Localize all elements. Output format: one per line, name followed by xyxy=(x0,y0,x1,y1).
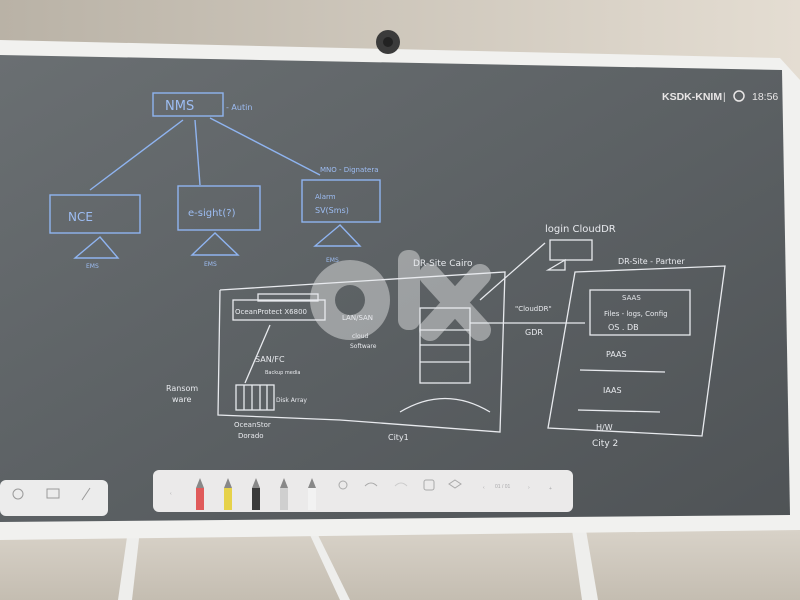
svg-text:H/W: H/W xyxy=(596,423,613,432)
svg-text:|: | xyxy=(723,92,726,103)
svg-text:MNO - Dignatera: MNO - Dignatera xyxy=(320,166,379,174)
city2-diagram: login CloudDR DR-Site - Partner SAAS Fil… xyxy=(545,224,726,449)
pen-color-4[interactable] xyxy=(280,488,288,510)
stand xyxy=(118,530,598,600)
svg-text:PAAS: PAAS xyxy=(606,350,627,359)
svg-text:SAN/FC: SAN/FC xyxy=(255,355,285,364)
drawing-toolbar: ‹ ‹ 01 / 01 › + xyxy=(153,470,573,512)
svg-text:LAN/SAN: LAN/SAN xyxy=(342,314,373,322)
pen-settings-icon[interactable] xyxy=(81,487,91,501)
network-icon[interactable] xyxy=(733,90,745,102)
svg-text:Files - logs, Config: Files - logs, Config xyxy=(604,310,668,318)
page-indicator: 01 / 01 xyxy=(495,484,511,490)
svg-text:SAAS: SAAS xyxy=(622,294,641,302)
insert-icon[interactable] xyxy=(423,479,435,491)
svg-text:Alarm: Alarm xyxy=(315,193,336,201)
device-name: KSDK-KNIM xyxy=(662,91,722,103)
pen-tip xyxy=(280,478,288,488)
svg-text:EMS: EMS xyxy=(204,261,217,268)
city1-diagram: OceanProtect X6800 SAN/FC Backup media D… xyxy=(166,242,585,442)
clock: 18:56 xyxy=(752,91,778,103)
prev-page-button[interactable]: ‹ xyxy=(483,485,485,491)
collapse-arrow-icon[interactable]: ‹ xyxy=(170,491,172,497)
pen-tip xyxy=(224,478,232,488)
pen-color-5[interactable] xyxy=(308,488,316,510)
pen-color-2[interactable] xyxy=(224,488,232,510)
pen-tray xyxy=(196,478,316,510)
folder-icon[interactable] xyxy=(46,488,60,499)
svg-text:DR-Site Cairo: DR-Site Cairo xyxy=(413,259,473,269)
svg-text:login CloudDR: login CloudDR xyxy=(545,224,616,235)
svg-text:IAAS: IAAS xyxy=(603,386,622,395)
svg-text:cloud: cloud xyxy=(352,333,368,340)
svg-text:EMS: EMS xyxy=(326,257,339,264)
svg-text:e-sight(?): e-sight(?) xyxy=(188,208,236,219)
redo-icon[interactable] xyxy=(394,482,408,487)
pen-tip xyxy=(196,478,204,488)
pen-tip xyxy=(252,478,260,488)
svg-text:NMS: NMS xyxy=(165,99,194,114)
svg-text:ware: ware xyxy=(172,395,192,404)
pen-tip xyxy=(308,478,316,488)
next-page-button[interactable]: › xyxy=(528,485,530,491)
add-page-icon[interactable]: + xyxy=(549,486,552,492)
svg-text:OceanStor: OceanStor xyxy=(234,421,271,429)
pen-color-1[interactable] xyxy=(196,488,204,510)
svg-text:EMS: EMS xyxy=(86,263,99,270)
svg-text:Dorado: Dorado xyxy=(238,432,264,440)
svg-text:Software: Software xyxy=(350,343,377,350)
svg-text:OS . DB: OS . DB xyxy=(608,323,639,332)
left-toolbar xyxy=(0,480,108,516)
svg-text:- Autin: - Autin xyxy=(226,103,252,112)
svg-text:SV(Sms): SV(Sms) xyxy=(315,206,349,215)
svg-text:Backup media: Backup media xyxy=(265,370,301,376)
svg-text:Ransom: Ransom xyxy=(166,384,198,393)
svg-text:DR-Site - Partner: DR-Site - Partner xyxy=(618,257,685,266)
nms-tree: NMS - Autin NCE e-sight(?) MNO - Dignate… xyxy=(49,92,381,270)
svg-text:OceanProtect X6800: OceanProtect X6800 xyxy=(235,308,307,316)
menu-icon[interactable] xyxy=(12,488,24,500)
layers-icon[interactable] xyxy=(448,479,462,489)
status-bar: KSDK-KNIM | 18:56 xyxy=(662,90,778,103)
undo-icon[interactable] xyxy=(364,482,378,487)
svg-text:City1: City1 xyxy=(388,433,409,442)
pen-color-3[interactable] xyxy=(252,488,260,510)
select-icon[interactable] xyxy=(338,480,348,490)
svg-text:"CloudDR": "CloudDR" xyxy=(515,305,552,313)
svg-text:GDR: GDR xyxy=(525,328,543,337)
svg-text:Disk Array: Disk Array xyxy=(276,397,307,404)
svg-text:City 2: City 2 xyxy=(592,439,618,449)
whiteboard-screen xyxy=(0,55,790,522)
svg-text:NCE: NCE xyxy=(68,210,93,224)
